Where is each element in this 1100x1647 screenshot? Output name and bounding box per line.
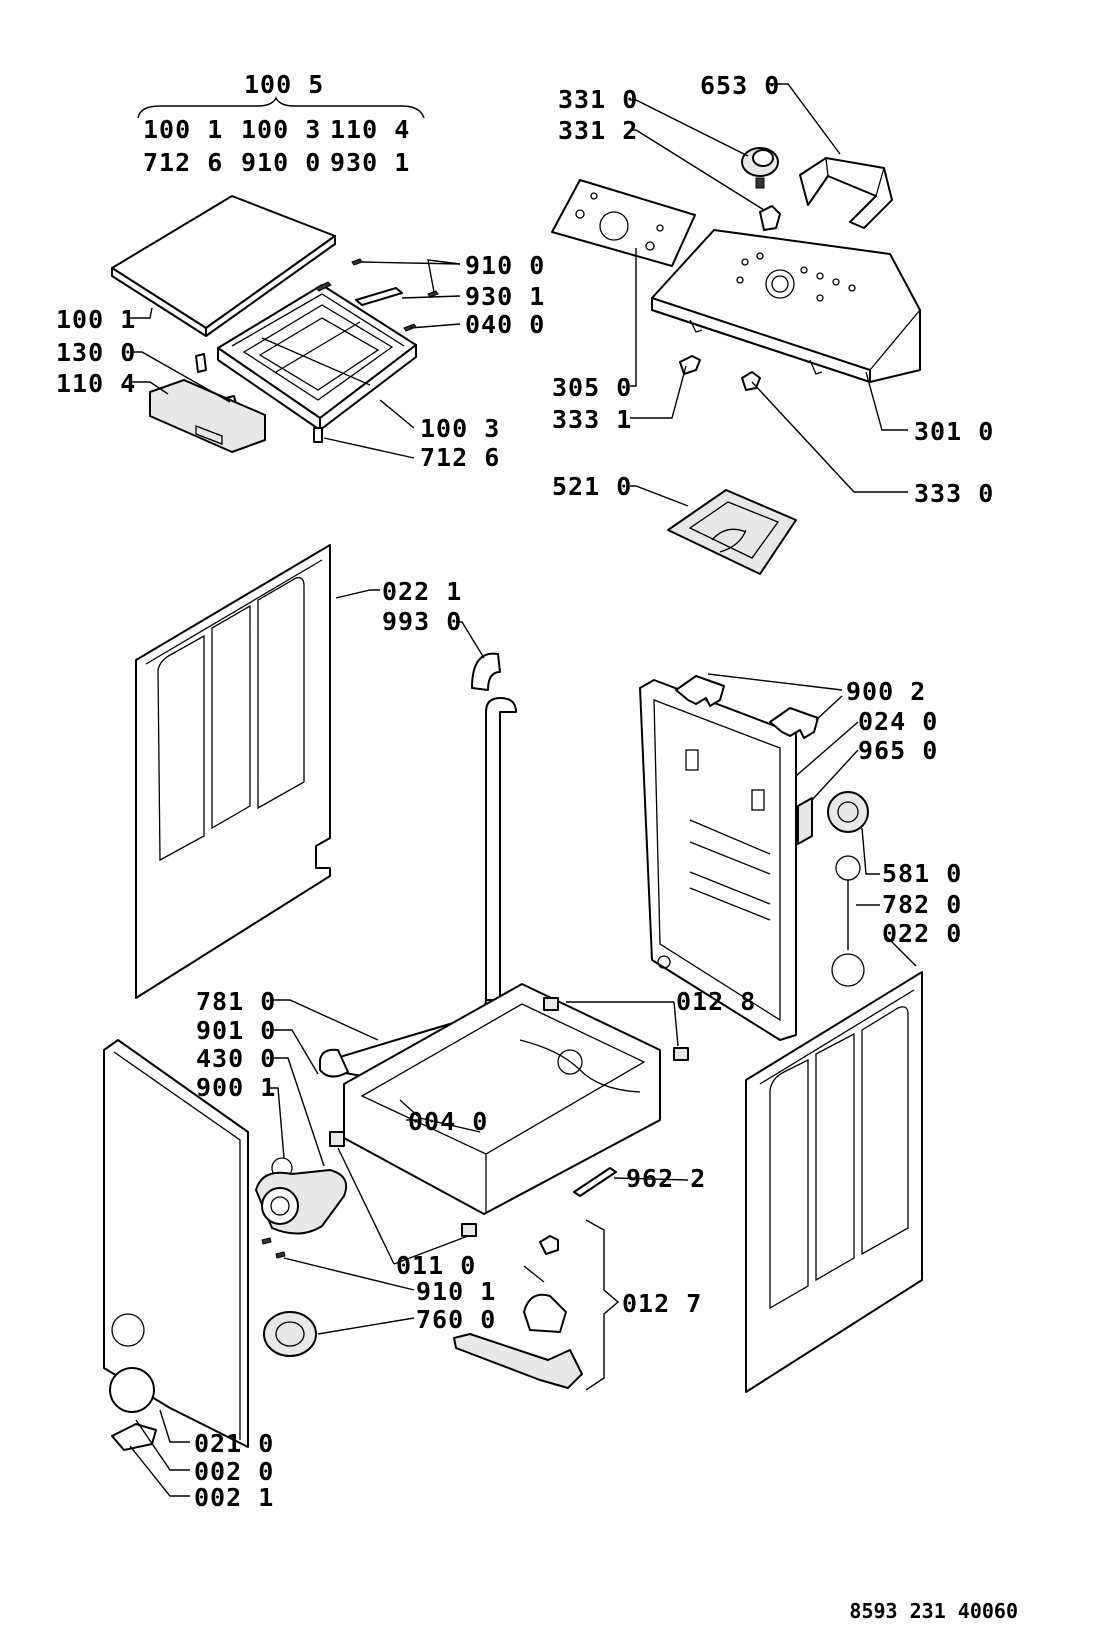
rear-panel-part [639,679,797,1041]
pcb-holder-part [667,489,797,575]
drain-hose-part [319,652,517,1083]
label-333-1: 333 1 [552,405,632,434]
label-581-0: 581 0 [882,859,962,888]
label-305-0: 305 0 [552,373,632,402]
control-panel-part [651,229,921,383]
label-993-0: 993 0 [382,607,462,636]
header-row1-item-1: 100 1 [143,115,223,144]
leader-lines [129,83,917,1497]
front-handle-part [149,379,266,453]
label-011-0: 011 0 [396,1251,476,1280]
base-frame-part [343,983,661,1215]
label-004-0: 004 0 [408,1107,488,1136]
label-653-0: 653 0 [700,71,780,100]
label-002-0: 002 0 [194,1457,274,1486]
label-012-8: 012 8 [676,987,756,1016]
label-910-1: 910 1 [416,1277,496,1306]
header-row2-item-2: 910 0 [241,148,321,177]
header-row2-item-1: 712 6 [143,148,223,177]
panel-clip-part-1 [679,355,701,375]
foot-part-3 [329,1131,345,1147]
label-965-0: 965 0 [858,736,938,765]
label-760-0: 760 0 [416,1305,496,1334]
header-row1-item-3: 110 4 [330,115,410,144]
pressure-switch-part [827,791,869,833]
label-331-2: 331 2 [558,116,638,145]
leg-kit-part [453,1235,583,1389]
label-100-3: 100 3 [420,414,500,443]
label-900-2: 900 2 [846,677,926,706]
front-panel-part [103,1039,249,1448]
label-900-1: 900 1 [196,1073,276,1102]
panel-overlay-part [551,179,696,267]
part-labels: 653 0 331 0 331 2 910 0 930 1 040 0 100 … [56,71,994,1512]
label-002-1: 002 1 [194,1483,274,1512]
label-962-2: 962 2 [626,1164,706,1193]
right-side-panel-part [745,971,923,1393]
top-bracket-part-2 [769,707,819,739]
header-row1-item-2: 100 3 [241,115,321,144]
header-brace [137,96,425,119]
label-521-0: 521 0 [552,472,632,501]
label-782-0: 782 0 [882,890,962,919]
label-012-7: 012 7 [622,1289,702,1318]
label-333-0: 333 0 [914,479,994,508]
label-910-0: 910 0 [465,251,545,280]
pressure-hose-part [831,855,865,987]
label-331-0: 331 0 [558,85,638,114]
header-row2-item-3: 930 1 [330,148,410,177]
foot-part-4 [461,1223,477,1237]
label-024-0: 024 0 [858,707,938,736]
label-100-1: 100 1 [56,305,136,334]
top-small-parts [195,258,439,443]
label-022-0: 022 0 [882,919,962,948]
door-hinge-part [111,1423,157,1451]
filter-door-part [109,1367,155,1413]
label-901-0: 901 0 [196,1016,276,1045]
label-022-1: 022 1 [382,577,462,606]
programmer-bracket-part [799,157,893,229]
label-712-6: 712 6 [420,443,500,472]
label-781-0: 781 0 [196,987,276,1016]
header-top-label: 100 5 [244,70,324,99]
label-301-0: 301 0 [914,417,994,446]
filter-part [797,797,813,845]
label-930-1: 930 1 [465,282,545,311]
label-021-0: 021 0 [194,1429,274,1458]
document-number: 8593 231 40060 [849,1599,1018,1623]
top-bracket-part-1 [675,675,725,707]
label-110-4: 110 4 [56,369,136,398]
label-430-0: 430 0 [196,1044,276,1073]
top-lid-part [111,195,336,337]
pump-screws-part [261,1237,286,1259]
knob-shaft-part [759,205,781,231]
pump-housing-part [255,1169,348,1235]
top-frame-part [217,284,417,431]
knob-part [741,147,779,189]
foot-part-2 [673,1047,689,1061]
label-040-0: 040 0 [465,310,545,339]
left-side-panel-part [135,544,331,999]
bracket-strip-part [573,1167,617,1197]
foot-part-1 [543,997,559,1011]
header-group: 100 5 100 1 100 3 110 4 712 6 910 0 930 … [137,70,425,177]
filter-cap-part [263,1311,317,1357]
label-130-0: 130 0 [56,338,136,367]
